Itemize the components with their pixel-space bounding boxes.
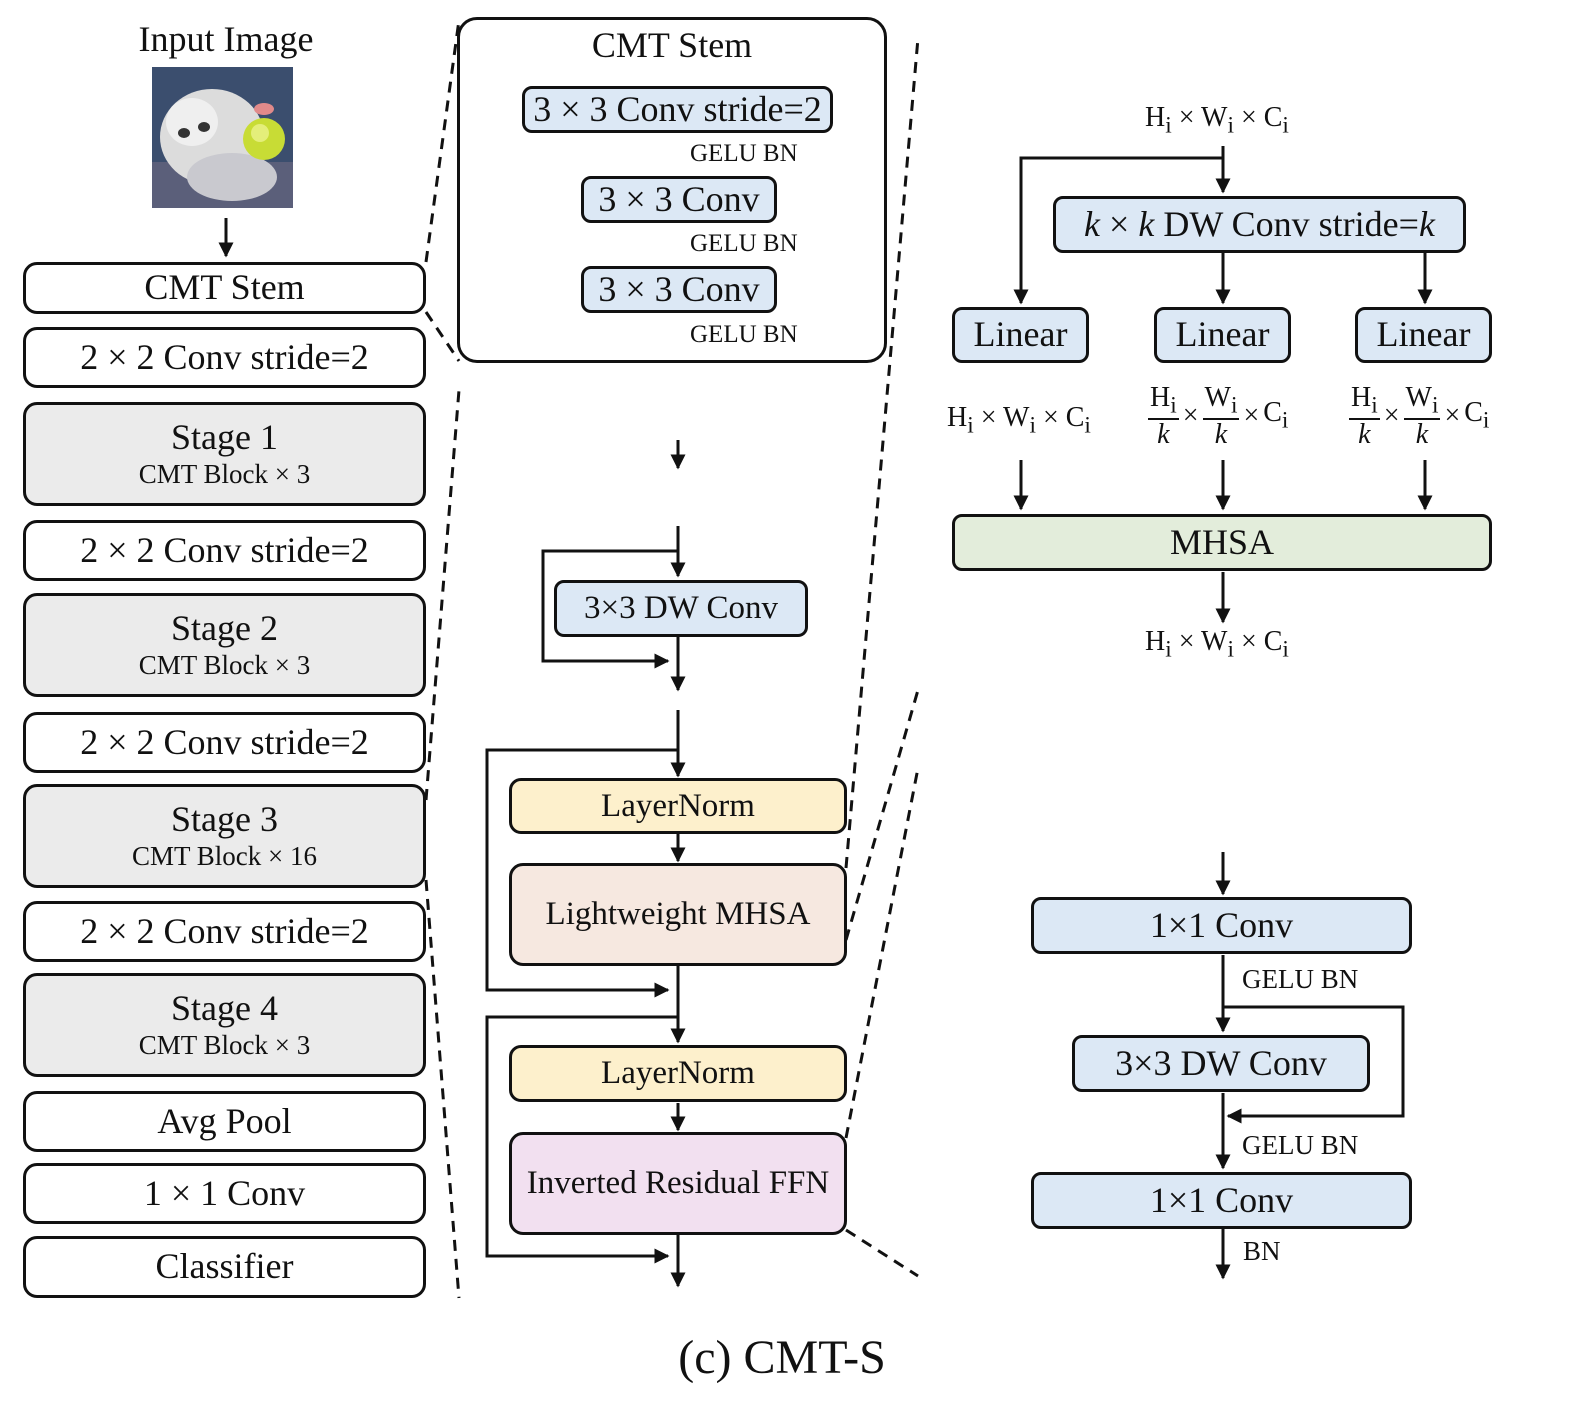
mhsa-linear1-box: Linear [952,307,1089,363]
left-stage-subtitle: CMT Block × 3 [138,649,311,680]
lpu-dwconv-label: 3×3 DW Conv [583,590,778,627]
lpu-dwconv-box: 3×3 DW Conv [554,580,808,637]
mhsa-output-shape: Hi × Wi × Ci [1145,626,1289,663]
lightweight-mhsa-label: Lightweight MHSA [545,896,811,933]
ffn-act2-label: GELU BN [1242,1130,1359,1160]
left-stage-subtitle: CMT Block × 3 [138,458,311,489]
left-stage-box: 2 × 2 Conv stride=2 [23,901,426,962]
ffn-conv1-box: 1×1 Conv [1031,897,1412,954]
stem-act1-label: GELU BN [690,140,798,167]
figure-caption: (c) CMT-S [678,1331,886,1384]
lightweight-mhsa-box: Lightweight MHSA [509,863,847,966]
left-stage-title: 1 × 1 Conv [143,1172,306,1213]
left-stage-box: 2 × 2 Conv stride=2 [23,520,426,581]
left-stage-title: Avg Pool [157,1100,292,1141]
layernorm1-label: LayerNorm [601,787,755,824]
layernorm2-box: LayerNorm [509,1045,847,1102]
left-stage-box: 2 × 2 Conv stride=2 [23,327,426,388]
left-stage-title: 2 × 2 Conv stride=2 [80,529,369,570]
left-stage-title: 2 × 2 Conv stride=2 [80,910,369,951]
ffn-inner-skip-line [1223,1005,1405,1124]
mhsa-linear3-box: Linear [1355,307,1492,363]
mhsa-core-box: MHSA [952,514,1492,571]
left-stage-title: Stage 4 [171,988,278,1029]
ffn-act3-label: BN [1243,1236,1281,1266]
left-stage-title: Classifier [155,1246,294,1287]
query-shape-label: Hi × Wi × Ci [947,402,1091,439]
cmt-stem-panel-title: CMT Stem [591,25,753,65]
zoom-line-stem-top [424,19,461,263]
inverted-residual-ffn-label: Inverted Residual FFN [526,1165,830,1202]
zoom-line-ffn-bottom [845,1228,919,1278]
mhsa-skip-line [485,748,678,998]
zoom-line-mhsa-top [844,37,920,869]
ffn-dwconv-box: 3×3 DW Conv [1072,1035,1370,1092]
stem-conv2-label: 3 × 3 Conv [598,178,760,219]
mhsa-dwconv-box: k × k DW Conv stride=k [1053,196,1466,253]
left-stage-title: Stage 3 [171,799,278,840]
stem-act3-label: GELU BN [690,321,798,348]
layernorm1-box: LayerNorm [509,778,847,834]
left-stage-box: CMT Stem [23,262,426,314]
zoom-line-ffn-top [844,767,920,1139]
stem-conv3-label: 3 × 3 Conv [598,268,760,309]
zoom-line-block-bottom [424,879,461,1299]
ffn-conv2-box: 1×1 Conv [1031,1172,1412,1229]
stem-conv1-box: 3 × 3 Conv stride=2 [522,86,833,133]
inverted-residual-ffn-box: Inverted Residual FFN [509,1132,847,1235]
stem-conv2-box: 3 × 3 Conv [581,176,777,223]
mhsa-linear2-box: Linear [1154,307,1291,363]
left-stage-subtitle: CMT Block × 16 [132,840,317,871]
lpu-skip-line [541,549,678,669]
left-stage-box: 1 × 1 Conv [23,1163,426,1224]
left-stage-title: 2 × 2 Conv stride=2 [80,721,369,762]
input-image-kitten-photo [152,67,293,208]
left-stage-box: Classifier [23,1236,426,1298]
left-stage-title: 2 × 2 Conv stride=2 [80,336,369,377]
left-stage-title: CMT Stem [144,267,305,308]
left-stage-box: Avg Pool [23,1091,426,1152]
stem-conv1-label: 3 × 3 Conv stride=2 [533,88,822,129]
left-stage-box: 2 × 2 Conv stride=2 [23,712,426,773]
stem-conv3-box: 3 × 3 Conv [581,266,777,313]
zoom-line-block-top [424,389,461,801]
ffn-skip-line [485,1015,678,1264]
mhsa-input-shape: Hi × Wi × Ci [1145,102,1289,139]
zoom-line-mhsa-bottom [844,689,920,941]
input-image-label: Input Image [138,19,314,59]
left-stage-title: Stage 2 [171,608,278,649]
zoom-line-stem-bottom [424,311,461,362]
left-stage-subtitle: CMT Block × 3 [138,1029,311,1060]
layernorm2-label: LayerNorm [601,1055,755,1092]
stem-act2-label: GELU BN [690,230,798,257]
arrow-query-branch [1013,156,1223,305]
ffn-act1-label: GELU BN [1242,964,1359,994]
left-stage-title: Stage 1 [171,417,278,458]
